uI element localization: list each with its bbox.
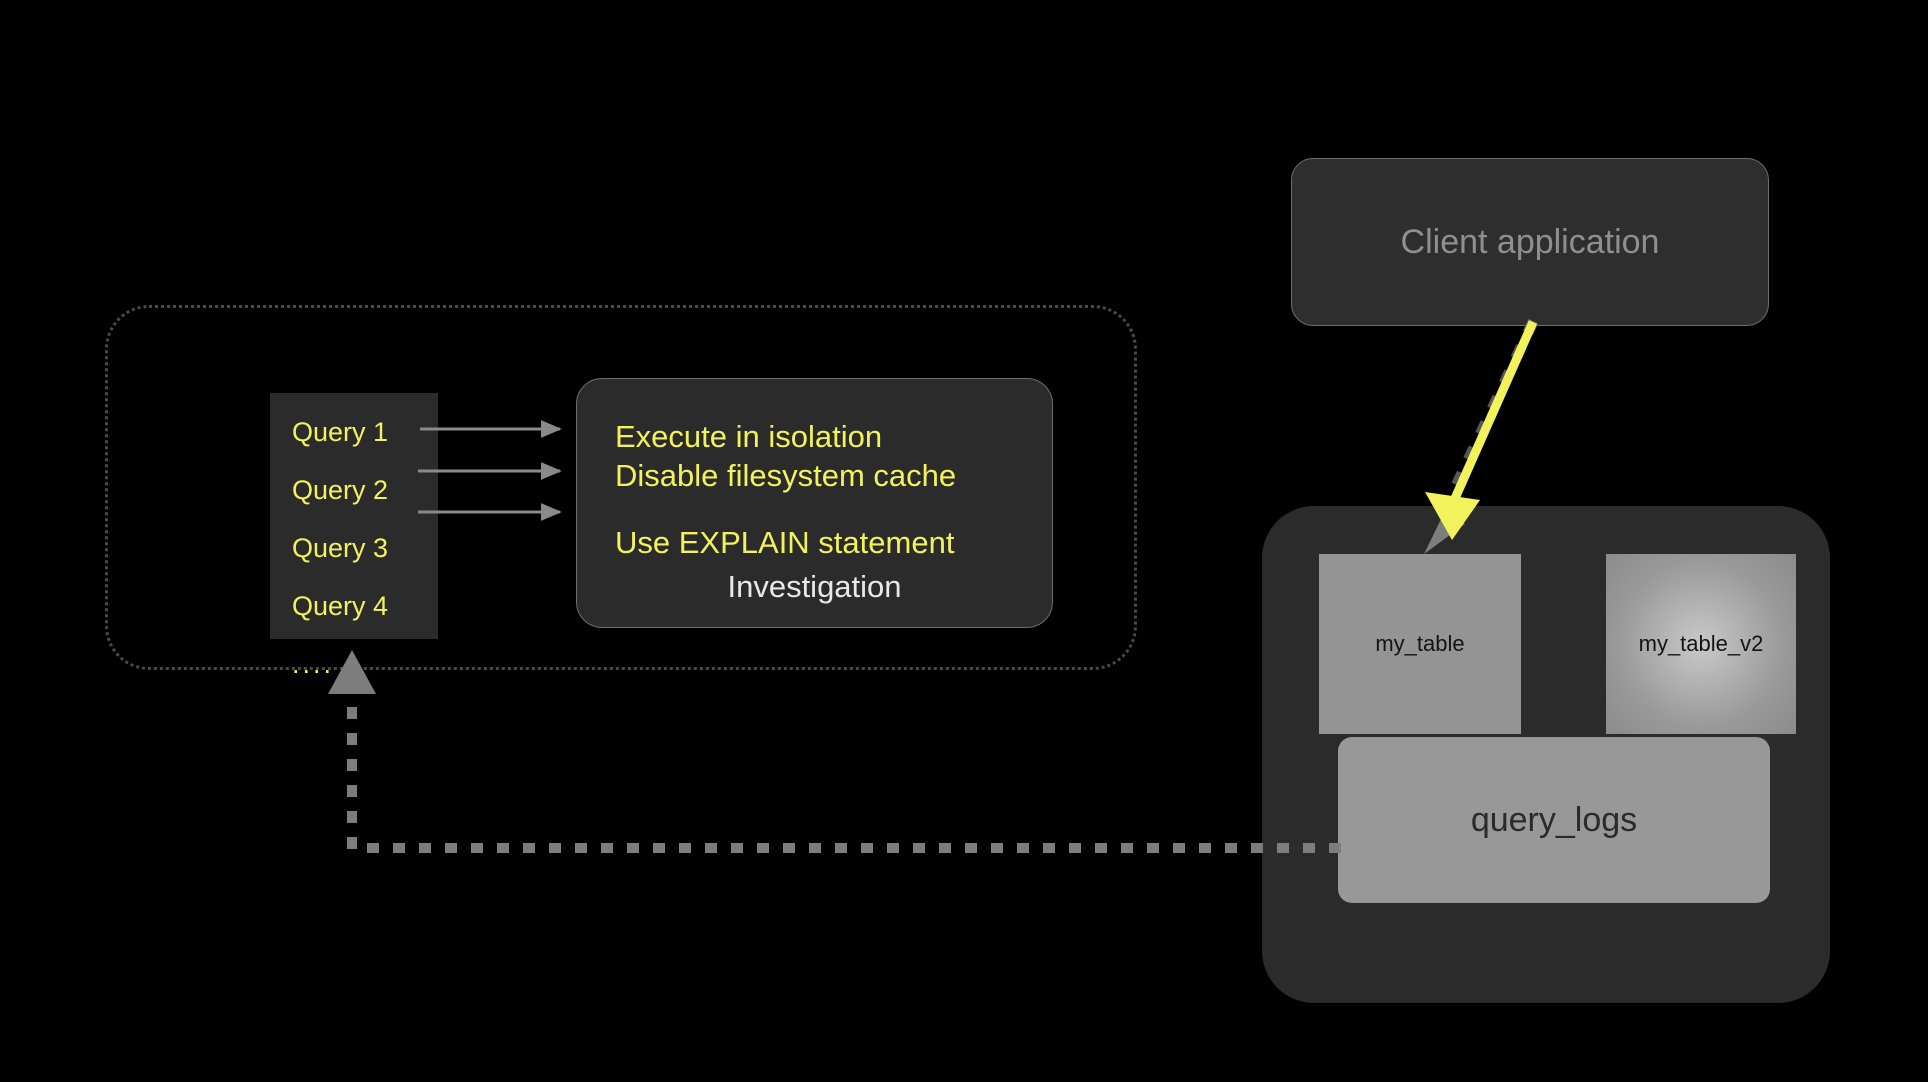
investigation-card: Execute in isolation Disable filesystem …	[576, 378, 1053, 628]
table-my-table-label: my_table	[1375, 631, 1465, 656]
list-item: ....	[292, 649, 335, 679]
table-my-table-v2[interactable]: my_table_v2	[1606, 554, 1796, 734]
investigation-title: Investigation	[727, 569, 902, 604]
list-item[interactable]: Query 1	[292, 417, 389, 447]
investigation-step: Execute in isolation	[615, 419, 883, 454]
list-item[interactable]: Query 3	[292, 533, 389, 563]
investigation-step: Disable filesystem cache	[615, 458, 957, 493]
list-item[interactable]: Query 2	[292, 475, 389, 505]
client-application-label: Client application	[1400, 222, 1660, 261]
clickhouse-panel: my_table my_table_v2 query_logs ClickHou…	[1262, 506, 1830, 1003]
query-list: Query 1 Query 2 Query 3 Query 4 ....	[270, 393, 438, 678]
investigation-step: Use EXPLAIN statement	[615, 525, 955, 560]
arrow-query-logs-to-query-list	[328, 650, 1341, 853]
list-item[interactable]: Query 4	[292, 591, 389, 621]
table-my-table[interactable]: my_table	[1319, 554, 1521, 734]
table-query-logs[interactable]: query_logs	[1338, 737, 1770, 903]
client-application-card: Client application	[1291, 158, 1769, 326]
investigation-steps: Execute in isolation Disable filesystem …	[615, 417, 956, 562]
table-query-logs-label: query_logs	[1470, 800, 1638, 839]
table-my-table-v2-label: my_table_v2	[1638, 631, 1764, 656]
